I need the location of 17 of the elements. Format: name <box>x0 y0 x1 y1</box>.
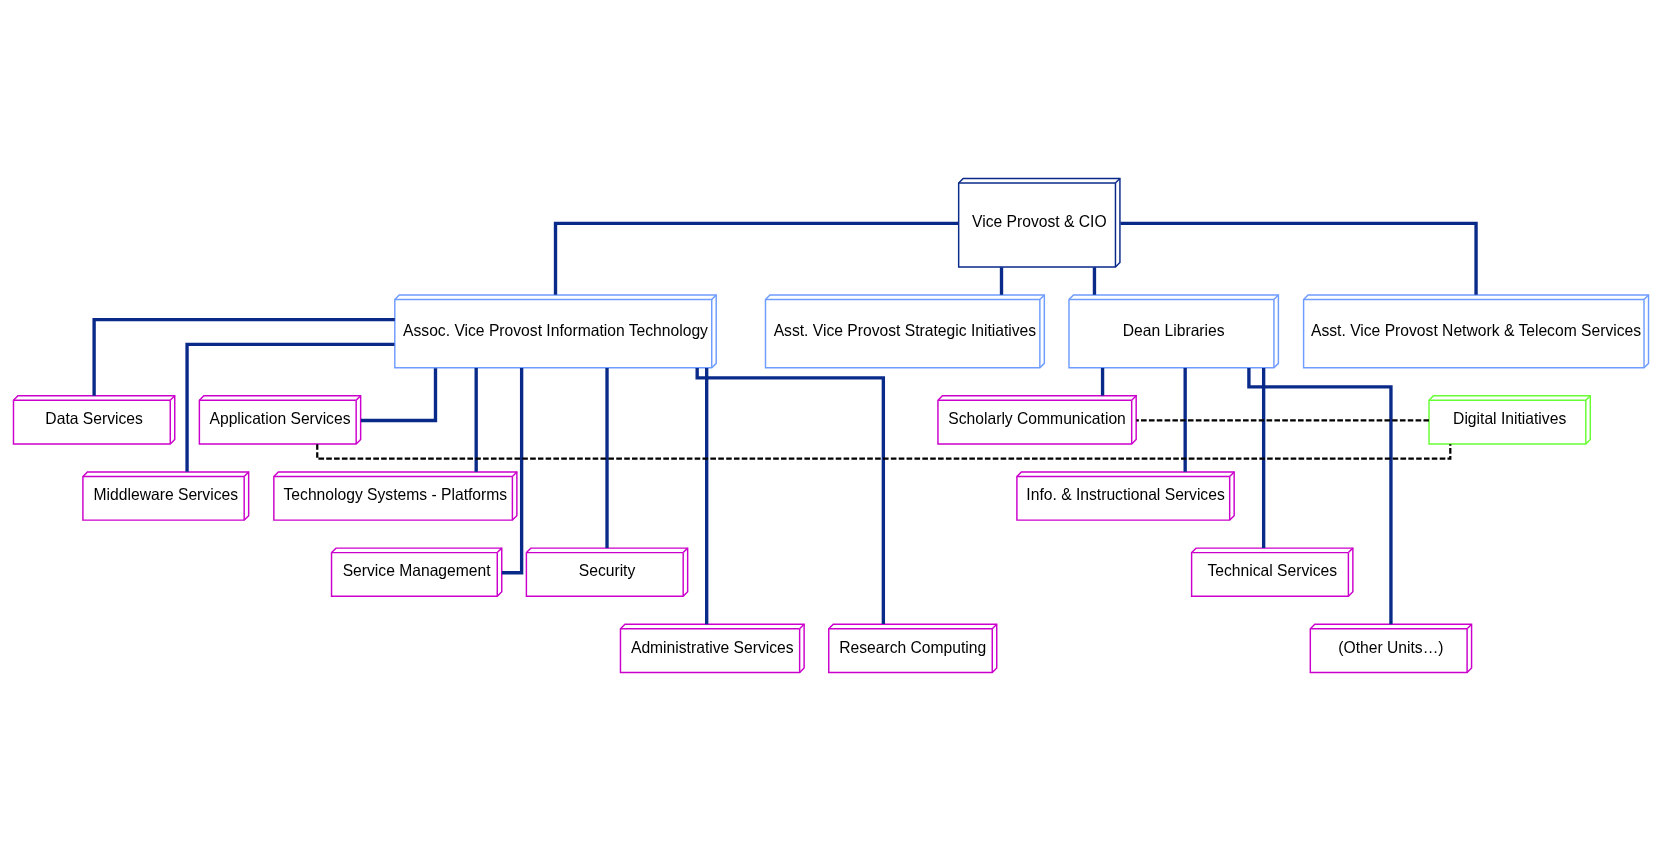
connector <box>695 368 885 624</box>
connector <box>604 368 609 549</box>
connector <box>1246 368 1393 625</box>
connector <box>553 221 958 295</box>
connector <box>999 267 1003 295</box>
connector <box>184 342 394 472</box>
connector <box>501 368 523 575</box>
connector <box>1119 221 1478 295</box>
connector <box>91 318 395 396</box>
connector <box>360 368 437 423</box>
connector <box>1183 367 1187 472</box>
connector <box>474 367 478 472</box>
connector <box>1100 367 1104 396</box>
connector <box>1092 267 1096 295</box>
connector <box>704 368 708 625</box>
connector <box>1135 419 1429 422</box>
connector <box>1261 368 1265 549</box>
